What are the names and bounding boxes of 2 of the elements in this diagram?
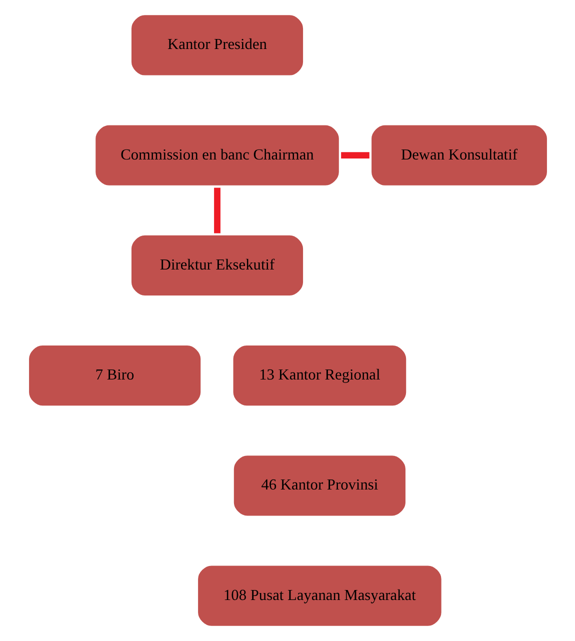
connector — [214, 188, 220, 234]
connector — [340, 152, 369, 159]
